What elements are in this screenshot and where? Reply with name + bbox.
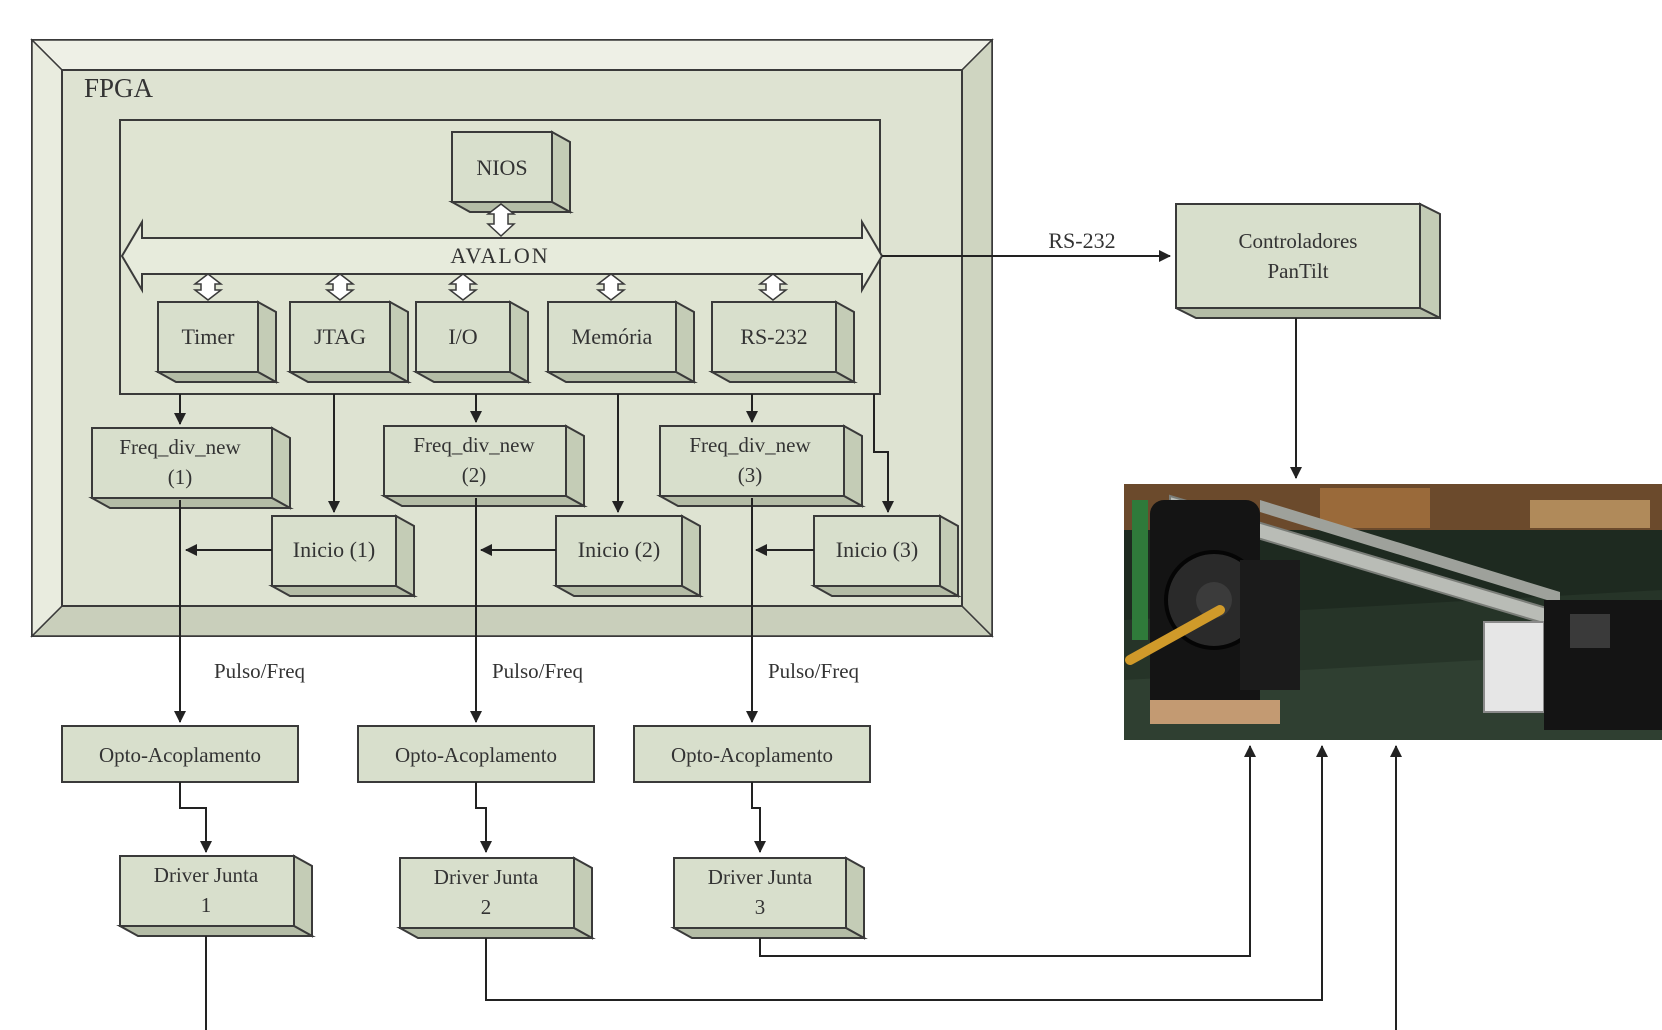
peripheral-label: Timer	[182, 324, 236, 349]
peripheral-timer: Timer	[154, 300, 280, 384]
freq-div-index: (1)	[168, 465, 193, 489]
pulse-label-1: Pulso/Freq	[214, 659, 306, 683]
freq-div-label: Freq_div_new	[119, 435, 241, 459]
pantilt-controller: Controladores PanTilt	[1175, 202, 1441, 320]
opto-box-3	[633, 725, 871, 783]
inicio-label: Inicio (2)	[578, 537, 660, 562]
fpga-wiring	[174, 394, 894, 556]
pulse-wiring	[174, 498, 758, 723]
peripheral-jtag: JTAG	[286, 300, 412, 384]
nios-label: NIOS	[476, 155, 527, 180]
nios-block: NIOS	[448, 130, 574, 214]
opto-label: Opto-Acoplamento	[99, 743, 261, 767]
robot-photo	[1124, 484, 1662, 740]
freq-div-2: Freq_div_new (2)	[380, 424, 588, 508]
avalon-bus: AVALON	[120, 218, 884, 294]
peripheral-label: Memória	[572, 324, 653, 349]
io-bus-connector	[447, 273, 479, 301]
pulse-label-2: Pulso/Freq	[492, 659, 584, 683]
driver-index: 1	[201, 893, 212, 917]
freq-div-3: Freq_div_new (3)	[656, 424, 866, 508]
inicio-1: Inicio (1)	[268, 514, 418, 598]
bus-connectors	[192, 273, 789, 301]
nios-bus-connector	[485, 203, 517, 238]
freq-div-label: Freq_div_new	[689, 433, 811, 457]
driver-index: 3	[755, 895, 766, 919]
inicio-label: Inicio (3)	[836, 537, 918, 562]
freq-div-index: (3)	[738, 463, 763, 487]
peripheral-memoria: Memória	[544, 300, 698, 384]
peripheral-rs232: RS-232	[708, 300, 858, 384]
fpga-title: FPGA	[84, 73, 154, 103]
opto-label: Opto-Acoplamento	[671, 743, 833, 767]
freq-div-1: Freq_div_new (1)	[88, 426, 294, 510]
avalon-label: AVALON	[450, 243, 549, 268]
rs232-link-label: RS-232	[1048, 228, 1115, 253]
peripheral-label: I/O	[448, 324, 477, 349]
freq-div-label: Freq_div_new	[413, 433, 535, 457]
inicio-3: Inicio (3)	[810, 514, 962, 598]
peripheral-label: RS-232	[740, 324, 807, 349]
inicio-2: Inicio (2)	[552, 514, 704, 598]
opto-box-1	[61, 725, 299, 783]
timer-bus-connector	[192, 273, 224, 301]
pulse-label-3: Pulso/Freq	[768, 659, 860, 683]
driver-junta-2: Driver Junta 2	[396, 856, 596, 940]
opto-label: Opto-Acoplamento	[395, 743, 557, 767]
pantilt-label-2: PanTilt	[1267, 259, 1328, 283]
driver-index: 2	[481, 895, 492, 919]
peripheral-label: JTAG	[314, 324, 366, 349]
driver-label: Driver Junta	[708, 865, 813, 889]
opto-driver-wiring	[179, 782, 766, 853]
rs232-bus-connector	[757, 273, 789, 301]
driver-label: Driver Junta	[434, 865, 539, 889]
driver-label: Driver Junta	[154, 863, 259, 887]
memoria-bus-connector	[595, 273, 627, 301]
driver-junta-1: Driver Junta 1	[116, 854, 316, 938]
pantilt-label: Controladores	[1239, 229, 1358, 253]
jtag-bus-connector	[324, 273, 356, 301]
driver-robot-wiring	[205, 745, 1402, 1030]
peripheral-io: I/O	[412, 300, 532, 384]
opto-box-2	[357, 725, 595, 783]
inicio-label: Inicio (1)	[293, 537, 375, 562]
freq-div-index: (2)	[462, 463, 487, 487]
driver-junta-3: Driver Junta 3	[670, 856, 868, 940]
